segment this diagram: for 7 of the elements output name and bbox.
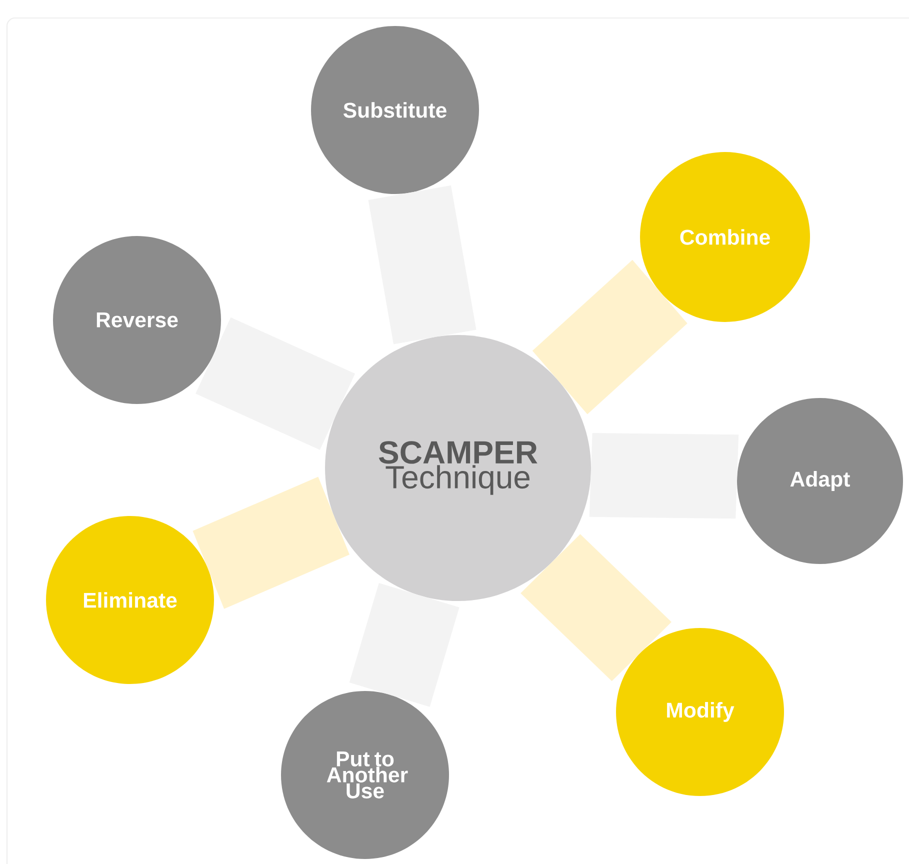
connector-beam [192, 476, 350, 609]
connector-beam [368, 185, 476, 344]
connector-beam [532, 260, 688, 414]
connector-beam [196, 317, 356, 450]
connector-beam [520, 534, 672, 682]
connector-beam [349, 583, 460, 707]
connector-beam [589, 432, 739, 519]
